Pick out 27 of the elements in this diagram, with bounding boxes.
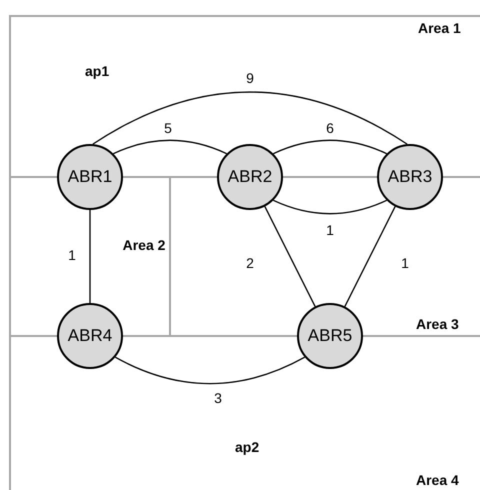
link-line: [273, 200, 387, 214]
link-line: [273, 140, 387, 154]
router-circle: ABR5: [297, 303, 363, 369]
link-line: [344, 206, 396, 307]
link-line: [89, 210, 91, 303]
link-cost-label: 6: [324, 120, 336, 136]
link-line: [264, 206, 316, 307]
router-circle: ABR1: [57, 144, 123, 210]
area-label: Area 2: [122, 236, 166, 255]
link-line: [114, 356, 306, 384]
area-label: Area 1: [418, 20, 461, 36]
area-label: ap2: [235, 439, 260, 455]
link-cost-label: 3: [212, 390, 224, 406]
link-cost-label: 9: [244, 70, 256, 86]
link-cost-label: 5: [162, 120, 174, 136]
area-label: Area 4: [416, 472, 459, 488]
link-cost-label: 1: [324, 222, 336, 238]
router-circle: ABR2: [217, 144, 283, 210]
router-circle: ABR4: [57, 303, 123, 369]
link-line: [92, 92, 408, 145]
area-label: Area 3: [416, 316, 459, 332]
link-cost-label: 1: [66, 247, 78, 263]
link-line: [113, 140, 227, 154]
router-circle: ABR3: [377, 144, 443, 210]
area-label: ap1: [85, 63, 110, 79]
link-cost-label: 2: [244, 255, 256, 271]
link-cost-label: 1: [399, 255, 411, 271]
